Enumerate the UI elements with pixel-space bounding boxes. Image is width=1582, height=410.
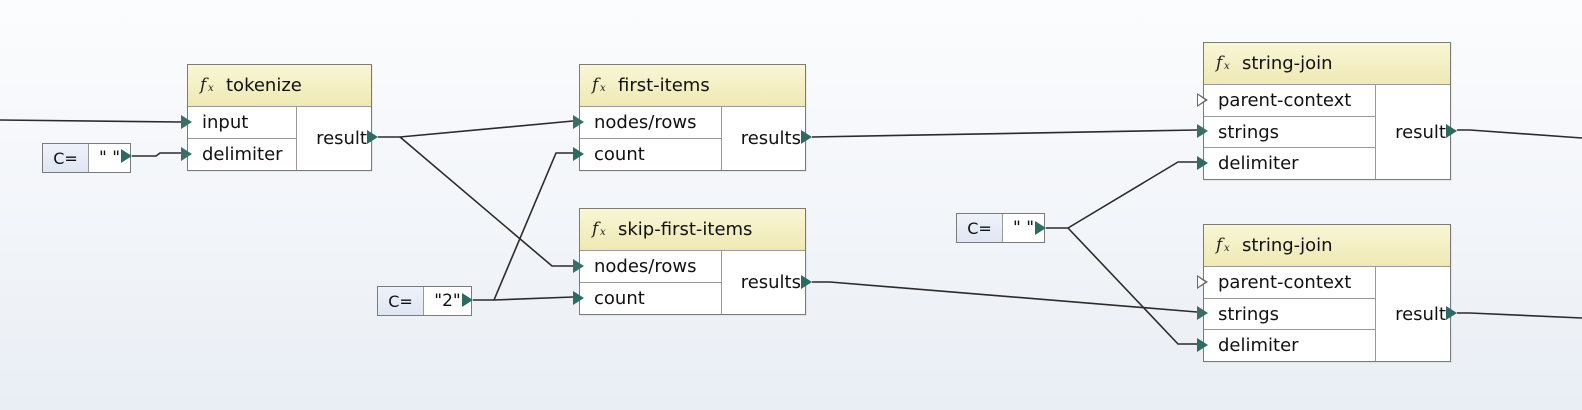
port-label: parent-context [1218,90,1352,111]
input-connector-icon[interactable] [1197,306,1208,320]
wire-tokenize-to-first-items[interactable] [378,120,574,138]
input-connector-icon[interactable] [1197,156,1208,170]
input-port-count[interactable]: count [580,138,721,170]
output-connector-icon[interactable] [1446,124,1457,138]
input-port-delimiter[interactable]: delimiter [1204,147,1375,179]
input-port-count[interactable]: count [580,282,721,314]
input-connector-icon[interactable] [1197,275,1208,289]
output-port-results[interactable]: results [722,251,805,314]
constant-space-join-delimiter[interactable]: C= " " [956,213,1045,243]
input-port-parent-context[interactable]: parent-context [1204,85,1375,116]
constant-value: " " [98,148,121,168]
port-label: input [202,112,249,133]
port-label: results [740,272,801,293]
input-port-strings[interactable]: strings [1204,298,1375,329]
input-port-delimiter[interactable]: delimiter [1204,329,1375,361]
input-port-nodes-rows[interactable]: nodes/rows [580,107,721,138]
port-label: nodes/rows [594,256,697,277]
wire-const-to-tokenize-delimiter[interactable] [132,152,181,157]
wire-first-items-to-string-join-1[interactable] [811,129,1198,138]
wire-tokenize-to-skip-first-items[interactable] [399,136,573,267]
output-connector-icon[interactable] [1446,306,1457,320]
constant-tag: C= [957,214,1003,242]
port-label: count [594,288,645,309]
port-label: delimiter [1218,153,1299,174]
port-label: delimiter [202,144,283,165]
input-connector-icon[interactable] [181,147,192,161]
input-port-nodes-rows[interactable]: nodes/rows [580,251,721,282]
port-label: count [594,144,645,165]
input-connector-icon[interactable] [1197,338,1208,352]
port-label: delimiter [1218,335,1299,356]
output-port-result[interactable]: result [1376,267,1450,361]
wire-join1-output[interactable] [1457,129,1582,139]
output-connector-icon[interactable] [121,149,132,163]
wire-source-to-tokenize-input[interactable] [0,119,182,123]
input-connector-icon[interactable] [573,115,584,129]
wire-const3-to-join2-delimiter[interactable] [1067,227,1197,345]
constant-tag: C= [378,287,424,315]
port-label: result [316,128,367,149]
input-connector-icon[interactable] [573,147,584,161]
port-label: strings [1218,121,1280,143]
port-label: result [1395,121,1446,143]
input-port-parent-context[interactable]: parent-context [1204,267,1375,298]
wire-skip-to-string-join-2[interactable] [812,281,1198,313]
function-title: string-join [1242,235,1333,256]
function-title: tokenize [226,75,302,96]
port-label: result [1395,303,1446,325]
input-connector-icon[interactable] [573,291,584,305]
input-port-delimiter[interactable]: delimiter [188,138,296,170]
constant-value: " " [1012,218,1035,238]
wire-const2-to-skip-count[interactable] [493,296,574,301]
output-connector-icon[interactable] [367,130,378,144]
input-port-input[interactable]: input [188,107,296,138]
constant-space-delimiter[interactable]: C= " " [42,143,131,173]
output-port-result[interactable]: result [297,107,371,170]
output-port-result[interactable]: result [1376,85,1450,179]
output-connector-icon[interactable] [801,275,812,289]
port-label: parent-context [1218,272,1352,293]
output-port-results[interactable]: results [722,107,805,170]
port-label: nodes/rows [594,112,697,133]
input-connector-icon[interactable] [1197,93,1208,107]
function-title: string-join [1242,53,1333,74]
constant-count-value[interactable]: C= "2" [377,286,472,316]
constant-value: "2" [434,291,461,311]
output-connector-icon[interactable] [1035,221,1046,235]
port-label: results [740,128,801,149]
input-connector-icon[interactable] [573,259,584,273]
output-connector-icon[interactable] [462,293,473,307]
wire-const3-to-join1-delimiter[interactable] [1046,161,1197,229]
function-title: skip-first-items [618,219,753,240]
constant-tag: C= [43,144,89,172]
port-label: strings [1218,303,1280,325]
input-port-strings[interactable]: strings [1204,116,1375,147]
function-title: first-items [618,75,710,96]
input-connector-icon[interactable] [1197,124,1208,138]
input-connector-icon[interactable] [181,115,192,129]
wire-join2-output[interactable] [1457,312,1582,319]
output-connector-icon[interactable] [801,130,812,144]
wire-const2-to-first-items-count[interactable] [473,152,573,301]
